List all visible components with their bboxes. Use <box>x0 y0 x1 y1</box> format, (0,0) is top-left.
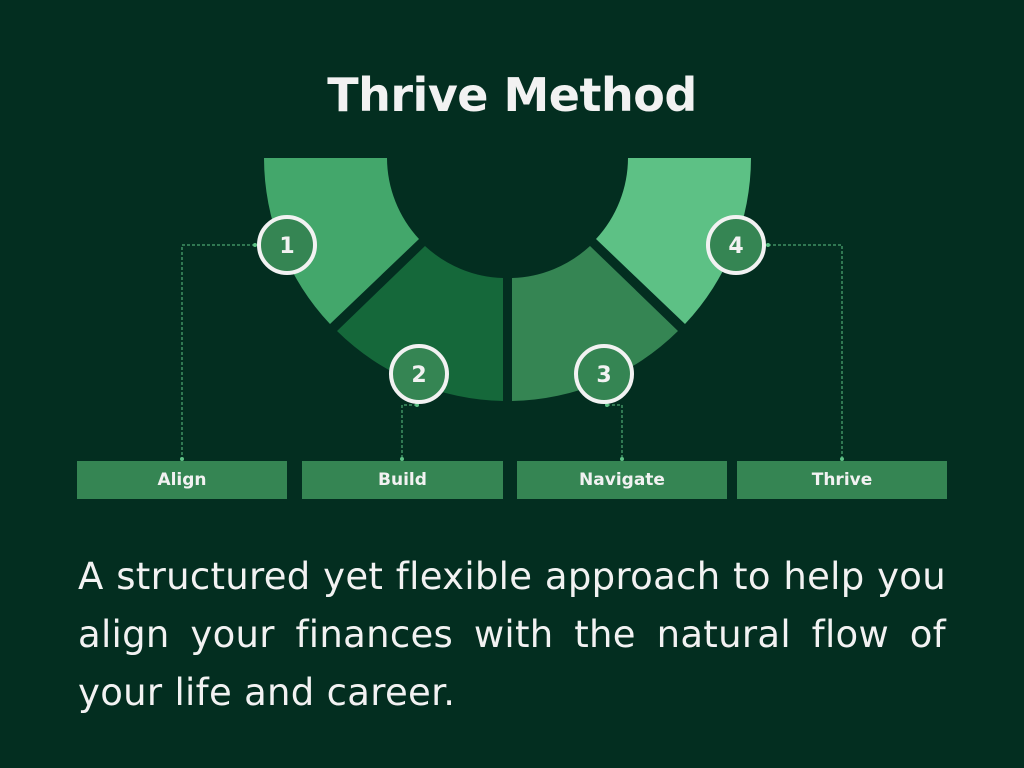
segment-3-navigate <box>512 246 678 401</box>
step-badge-1: 1 <box>257 215 317 275</box>
svg-text:2: 2 <box>411 363 426 388</box>
svg-text:3: 3 <box>596 363 611 388</box>
label-align: Align <box>77 461 287 499</box>
segment-2-build <box>337 246 503 401</box>
segment-1-align <box>264 158 419 324</box>
step-badge-4: 4 <box>706 215 766 275</box>
connector-lines <box>181 244 843 459</box>
label-build: Build <box>302 461 503 499</box>
label-navigate: Navigate <box>517 461 727 499</box>
segment-4-thrive <box>596 158 751 324</box>
description-text: A structured yet flexible approach to he… <box>78 555 946 714</box>
svg-text:1: 1 <box>279 234 294 259</box>
page-title: Thrive Method <box>327 68 697 122</box>
label-thrive: Thrive <box>737 461 947 499</box>
svg-text:4: 4 <box>728 234 743 259</box>
step-badge-2: 2 <box>389 344 449 404</box>
step-badge-3: 3 <box>574 344 634 404</box>
